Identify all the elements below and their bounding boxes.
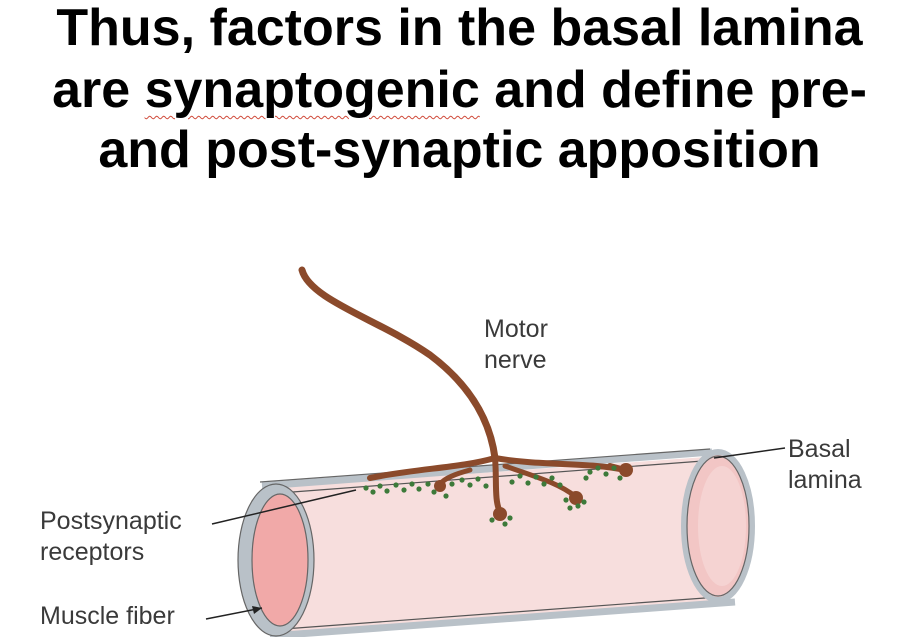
fiber-bottom-edge <box>269 595 733 631</box>
basal-lamina-bottom-edge <box>269 598 736 637</box>
postsynaptic-receptors <box>363 465 623 527</box>
motor-nerve-label-line-1: Motor <box>484 315 548 343</box>
muscle-fiber-cross-section <box>251 493 309 627</box>
label-leader-lines <box>205 447 786 620</box>
muscle-fiber-label: Muscle fiber <box>40 602 175 630</box>
lamina-outer-top-line <box>259 448 711 483</box>
basal-lamina-label-line-1: Basal <box>788 435 851 463</box>
slide-title-line-2: are synaptogenic and define pre- <box>0 60 919 120</box>
spellcheck-marked-word: synaptogenic <box>144 61 480 119</box>
title-text: are <box>52 61 145 119</box>
muscle-fiber-body <box>268 456 728 635</box>
slide-title-line-1: Thus, factors in the basal lamina <box>56 0 863 57</box>
muscle-fiber-arrowhead <box>252 606 262 614</box>
fiber-end-inner <box>698 466 746 586</box>
fiber-end-outline <box>686 455 750 597</box>
basal-lamina-top-edge <box>261 448 713 490</box>
title-text: and define pre- <box>479 61 867 119</box>
slide-title-line-3: and post-synaptic apposition <box>98 121 821 179</box>
fiber-top-edge <box>265 459 717 495</box>
motor-nerve-label-line-2: nerve <box>484 346 547 374</box>
postsynaptic-receptors-label-line-1: Postsynaptic <box>40 507 182 535</box>
basal-lamina-label-line-2: lamina <box>788 466 862 494</box>
postsynaptic-receptors-label-line-2: receptors <box>40 538 145 566</box>
postsynaptic-leader <box>211 489 357 525</box>
nerve-terminals <box>434 463 633 521</box>
basal-lamina-leader <box>713 447 786 459</box>
muscle-fiber-leader <box>205 607 263 620</box>
